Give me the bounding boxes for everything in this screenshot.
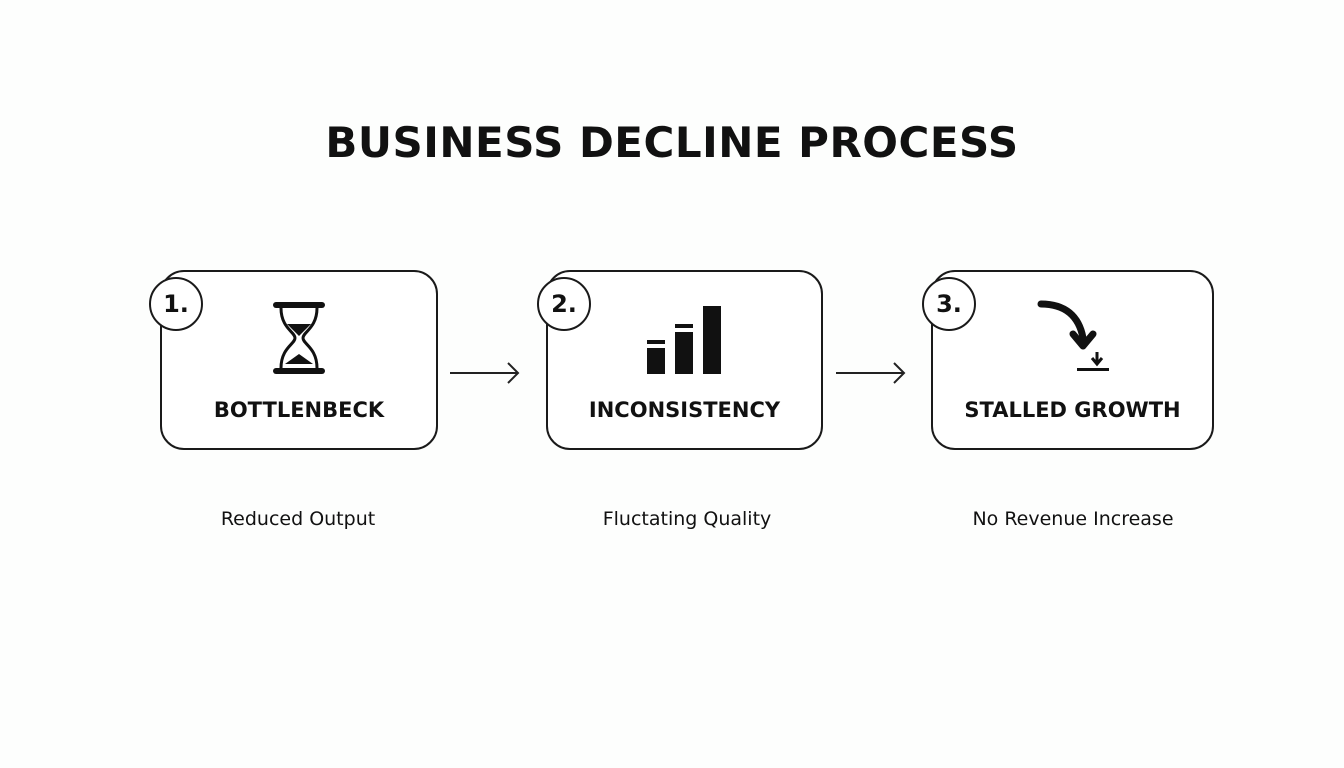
arrow-right-icon xyxy=(450,362,520,384)
step-number-badge: 2. xyxy=(537,277,591,331)
step-card-3: STALLED GROWTH xyxy=(931,270,1214,450)
step-card-1: BOTTLENBECK xyxy=(160,270,438,450)
step-card-2: INCONSISTENCY xyxy=(546,270,823,450)
curved-down-arrow-icon xyxy=(1037,300,1109,371)
step-number-badge: 1. xyxy=(149,277,203,331)
diagram-title: BUSINESS DECLINE PROCESS xyxy=(325,118,1019,167)
step-label: INCONSISTENCY xyxy=(588,398,781,422)
step-caption: Fluctating Quality xyxy=(602,508,772,530)
step-number-badge: 3. xyxy=(922,277,976,331)
arrow-right-icon xyxy=(836,362,906,384)
hourglass-icon xyxy=(273,302,325,374)
step-label: BOTTLENBECK xyxy=(213,398,385,422)
bar-chart-icon xyxy=(646,306,721,374)
step-caption: No Revenue Increase xyxy=(972,508,1174,530)
step-label: STALLED GROWTH xyxy=(964,398,1181,422)
step-caption: Reduced Output xyxy=(220,508,376,530)
